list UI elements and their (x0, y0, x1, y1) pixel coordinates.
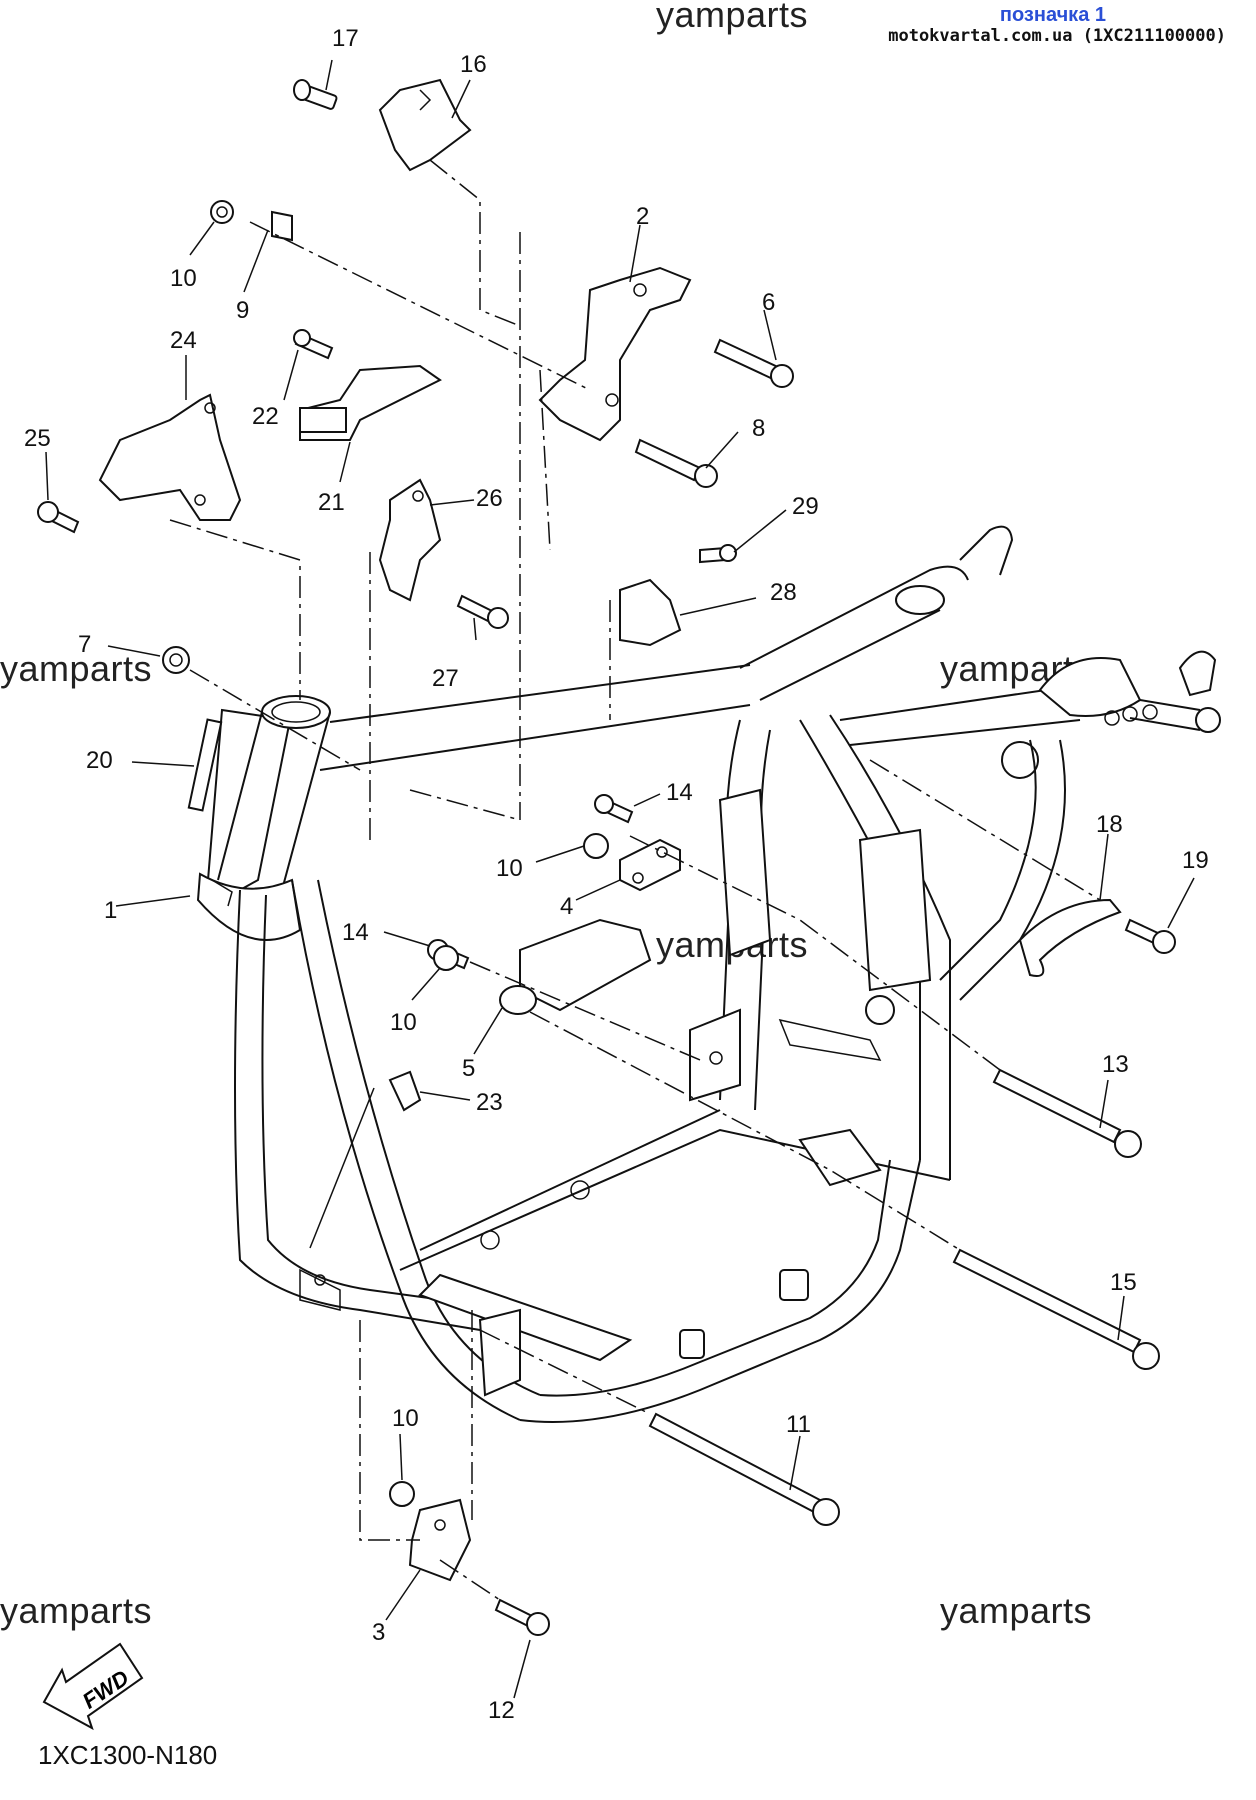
part-18-bracket (1018, 898, 1122, 977)
part-26-bracket (378, 478, 442, 602)
callout-3: 3 (372, 1619, 385, 1646)
part-11-long-bolt (648, 1412, 840, 1526)
callout-2: 2 (636, 203, 649, 230)
assembly-lines (169, 159, 1101, 1601)
callout-13: 13 (1102, 1051, 1129, 1078)
part-17-bolt (293, 79, 338, 110)
part-5-bracket (499, 918, 652, 1015)
callout-12: 12 (488, 1697, 515, 1724)
part-24-bracket (98, 393, 242, 521)
callout-labels: 17 16 10 9 2 6 8 24 25 22 21 26 27 29 28… (24, 25, 1209, 1724)
callout-21: 21 (318, 489, 345, 516)
part-10-nut-top (210, 200, 234, 224)
part-4-plate (619, 838, 681, 892)
callout-11: 11 (786, 1411, 811, 1438)
part-29-screw (699, 544, 737, 564)
part-15-long-bolt (952, 1248, 1160, 1370)
callout-27: 27 (432, 665, 459, 692)
callout-16: 16 (460, 51, 487, 78)
callout-5: 5 (462, 1055, 475, 1082)
callout-14: 14 (666, 779, 693, 806)
part-12-bolt (494, 1598, 550, 1636)
callout-10: 10 (170, 265, 197, 292)
leader-lines (45, 59, 1195, 1699)
watermark: yamparts (0, 648, 153, 689)
part-27-bolt (456, 594, 509, 629)
part-22-screw (293, 329, 334, 360)
watermark: yamparts (940, 1590, 1093, 1631)
part-16-bracket (378, 78, 472, 172)
part-10-nut-lower (433, 945, 459, 971)
callout-25: 25 (24, 425, 51, 452)
part-2-bracket (538, 266, 692, 442)
callout-22: 22 (252, 403, 279, 430)
callout-20: 20 (86, 747, 113, 774)
callout-18: 18 (1096, 811, 1123, 838)
callout-17: 17 (332, 25, 359, 52)
fwd-arrow-icon: FWD (42, 1642, 144, 1731)
callout-23: 23 (476, 1089, 503, 1116)
watermark: yamparts (0, 1590, 153, 1631)
callout-4: 4 (560, 893, 573, 920)
callout-26: 26 (476, 485, 503, 512)
callout-29: 29 (792, 493, 819, 520)
part-28-bracket (619, 578, 682, 647)
part-9-clip (271, 210, 293, 242)
part-7-nut (162, 646, 190, 674)
callout-7: 7 (78, 631, 91, 658)
callout-10: 10 (390, 1009, 417, 1036)
callout-10: 10 (392, 1405, 419, 1432)
callout-6: 6 (762, 289, 775, 316)
callout-15: 15 (1110, 1269, 1137, 1296)
part-8-bolt (634, 438, 718, 488)
part-19-bolt (1124, 918, 1176, 954)
callout-28: 28 (770, 579, 797, 606)
part-10-nut-mid (583, 833, 609, 859)
header-link[interactable]: позначка 1 (999, 4, 1106, 26)
diagram-code: 1XC1300-N180 (38, 1740, 218, 1770)
part-20-bar (187, 718, 223, 812)
part-14-bolt-upper (594, 794, 634, 824)
callout-8: 8 (752, 415, 765, 442)
part-23-cap (388, 1070, 422, 1112)
callout-1: 1 (104, 897, 117, 924)
main-frame (196, 525, 1221, 1423)
callout-10: 10 (496, 855, 523, 882)
part-13-long-bolt (992, 1068, 1142, 1158)
part-6-bolt (713, 338, 794, 388)
callout-9: 9 (236, 297, 249, 324)
source-reference: motokvartal.com.ua (1XC211100000) (888, 26, 1226, 46)
part-21-clamp (299, 364, 442, 441)
watermark: yamparts (656, 0, 809, 35)
callout-24: 24 (170, 327, 197, 354)
part-10-nut-bottom (389, 1481, 415, 1507)
part-25-bolt (37, 501, 80, 534)
callout-19: 19 (1182, 847, 1209, 874)
callout-14: 14 (342, 919, 369, 946)
